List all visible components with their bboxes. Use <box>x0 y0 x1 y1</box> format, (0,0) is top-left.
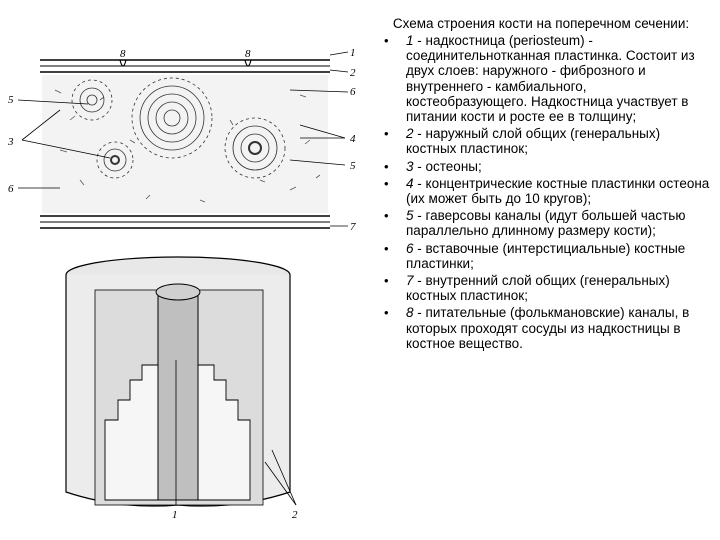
item-text: - концентрические костные пластинки осте… <box>406 175 710 207</box>
bullet: • <box>384 273 389 289</box>
legend-list: • 1 - надкостница (periosteum) - соединит… <box>380 33 710 351</box>
bone-structure-illustration: 1 2 6 4 5 7 8 8 5 3 6 1 2 <box>7 47 356 521</box>
osteon-left <box>71 79 113 121</box>
item-number: 4 <box>406 175 414 191</box>
item-text: - наружный слой общих (генеральных) кост… <box>406 126 661 157</box>
list-item: • 3 - остеоны; <box>380 159 710 174</box>
item-number: 2 <box>406 126 414 142</box>
list-item: • 8 - питательные (фолькмановские) каналы… <box>380 305 710 351</box>
list-item: • 5 - гаверсовы каналы (идут большей част… <box>380 208 710 238</box>
label-2: 2 <box>350 67 356 79</box>
list-item: • 6 - вставочные (интерстициальные) костн… <box>380 241 710 271</box>
label-8a: 8 <box>120 48 126 60</box>
item-text: - питательные (фолькмановские) каналы, в… <box>406 305 690 351</box>
item-number: 3 <box>406 158 414 174</box>
label-bottom-1: 1 <box>172 509 178 521</box>
item-number: 7 <box>406 273 414 289</box>
item-text: - остеоны; <box>413 158 482 174</box>
label-left-3: 3 <box>7 136 14 148</box>
osteon-right <box>224 117 286 179</box>
label-left-5: 5 <box>8 94 14 106</box>
bullet: • <box>384 126 389 142</box>
osteon-large <box>131 77 213 159</box>
list-item: • 1 - надкостница (periosteum) - соединит… <box>380 33 710 124</box>
item-number: 5 <box>406 208 414 224</box>
item-number: 8 <box>406 305 414 321</box>
osteon-3d-diagram: 1 2 <box>65 256 298 521</box>
bullet: • <box>384 240 389 256</box>
item-number: 6 <box>406 240 414 256</box>
label-4: 4 <box>350 133 356 145</box>
item-text: - вставочные (интерстициальные) костные … <box>406 240 686 271</box>
bullet: • <box>384 305 389 321</box>
label-bottom-2: 2 <box>292 509 298 521</box>
item-text: - гаверсовы каналы (идут большей частью … <box>406 208 686 239</box>
description-panel: Схема строения кости на поперечном сечен… <box>380 16 710 353</box>
item-text: - внутренний слой общих (генеральных) ко… <box>406 273 670 304</box>
osteon-small <box>96 141 134 179</box>
label-6: 6 <box>350 86 356 98</box>
list-item: • 4 - концентрические костные пластинки о… <box>380 176 710 206</box>
bullet: • <box>384 175 389 191</box>
label-8b: 8 <box>245 48 251 60</box>
label-left-6: 6 <box>8 183 14 195</box>
label-1: 1 <box>350 47 356 59</box>
list-item: • 7 - внутренний слой общих (генеральных)… <box>380 273 710 303</box>
slide-heading: Схема строения кости на поперечном сечен… <box>392 16 690 31</box>
label-7: 7 <box>350 221 356 233</box>
list-item: • 2 - наружный слой общих (генеральных) к… <box>380 126 710 156</box>
label-5: 5 <box>350 160 356 172</box>
cross-section-diagram: 1 2 6 4 5 7 8 8 5 3 6 <box>7 47 356 233</box>
bullet: • <box>384 158 389 174</box>
item-number: 1 <box>406 33 414 48</box>
bullet: • <box>384 208 389 224</box>
bullet: • <box>384 33 389 48</box>
item-text: - надкостница (periosteum) - соединитель… <box>406 33 695 125</box>
